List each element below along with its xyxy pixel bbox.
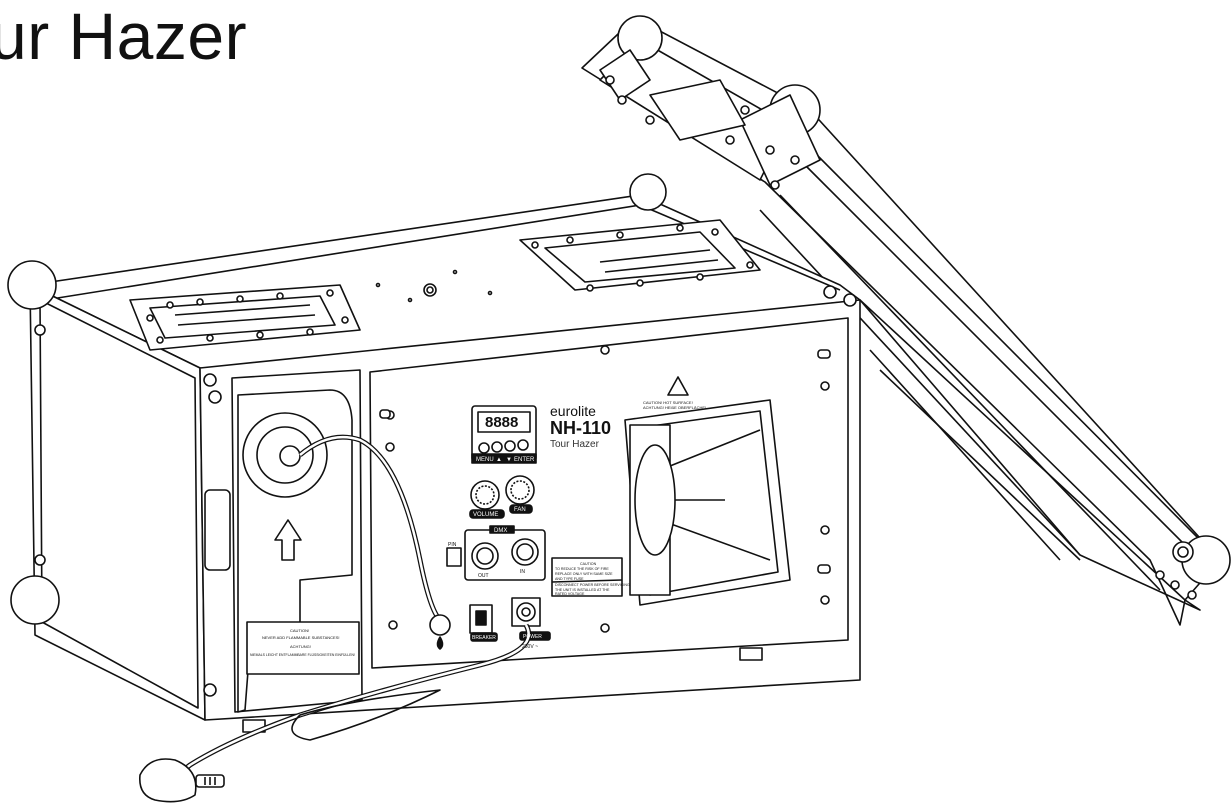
- model-subtitle: Tour Hazer: [550, 439, 600, 450]
- volume-label: VOLUME: [473, 512, 498, 518]
- fan-label: FAN: [514, 507, 526, 513]
- dmx-pin-label: PIN: [448, 542, 457, 548]
- fluid-inlet[interactable]: [429, 614, 451, 636]
- case-corner-bl: [10, 575, 60, 625]
- top-handle-right[interactable]: [519, 219, 761, 292]
- power-plug: [138, 758, 225, 803]
- down-label: ▼: [506, 457, 512, 463]
- breaker-label: BREAKER: [472, 635, 496, 641]
- tank-warning-2: NEVER ADD FLAMMABLE SUBSTANCES!: [262, 635, 340, 640]
- model-name: NH-110: [550, 418, 611, 438]
- hot-surface-warning-icon: [667, 376, 689, 396]
- caution-label: [551, 557, 623, 597]
- fluid-tank: [204, 389, 451, 713]
- tank-warning-label: [246, 621, 360, 675]
- down-button[interactable]: [504, 440, 516, 452]
- menu-label: MENU: [476, 457, 494, 463]
- caution-line-4: AND TYPE FUSE: [555, 577, 584, 581]
- caution-line-3: REPLACE ONLY WITH SAME SIZE: [555, 572, 613, 576]
- hot-warning-de: ACHTUNG! HEIßE OBERFLÄCHE!: [643, 405, 706, 410]
- led-display: [477, 411, 531, 433]
- caution-line-7: RATED VOLTAGE: [555, 592, 585, 596]
- flight-case-lid: [581, 15, 1231, 626]
- display-module: [471, 405, 537, 464]
- dmx-out-label: OUT: [478, 573, 489, 579]
- page-title: ur Hazer: [0, 0, 248, 73]
- power-rating: 230V ~: [522, 644, 538, 650]
- side-handle[interactable]: [204, 489, 231, 571]
- power-label: POWER: [523, 634, 542, 640]
- led-digits: 8888: [485, 414, 518, 431]
- caution-line-1: CAUTION: [580, 562, 597, 566]
- caution-line-5: DISCONNECT POWER BEFORE SERVICING: [555, 583, 630, 587]
- droplet-icon: [436, 636, 444, 650]
- caution-line-6: THE UNIT IS INSTALLED AT THE: [555, 588, 610, 592]
- caution-line-2: TO REDUCE THE RISK OF FIRE: [555, 567, 609, 571]
- dmx-pin-legend: [446, 547, 462, 567]
- brand-name: eurolite: [550, 403, 596, 419]
- tank-warning-4: NIEMALS LEICHT ENTFLAMMBARE FLÜSSIGKEITE…: [250, 653, 355, 657]
- menu-button[interactable]: [478, 442, 490, 454]
- tank-warning-1: CAUTION!: [290, 628, 309, 633]
- dmx-section: [446, 525, 546, 581]
- lid-corner-top: [617, 15, 663, 61]
- top-handle-left[interactable]: [129, 284, 361, 351]
- up-button[interactable]: [491, 441, 503, 453]
- tank-warning-3: ACHTUNG!: [290, 644, 311, 649]
- up-label: ▲: [496, 457, 502, 463]
- arrow-up-icon: [274, 519, 302, 561]
- enter-label: ENTER: [514, 457, 535, 463]
- dmx-in-label: IN: [520, 569, 525, 575]
- hot-warning-en: CAUTION! HOT SURFACE!: [643, 400, 693, 405]
- case-corner-tl: [7, 260, 57, 310]
- dmx-label: DMX: [494, 528, 507, 534]
- output-window: [624, 399, 791, 606]
- enter-button[interactable]: [517, 439, 529, 451]
- case-corner-back: [629, 173, 667, 211]
